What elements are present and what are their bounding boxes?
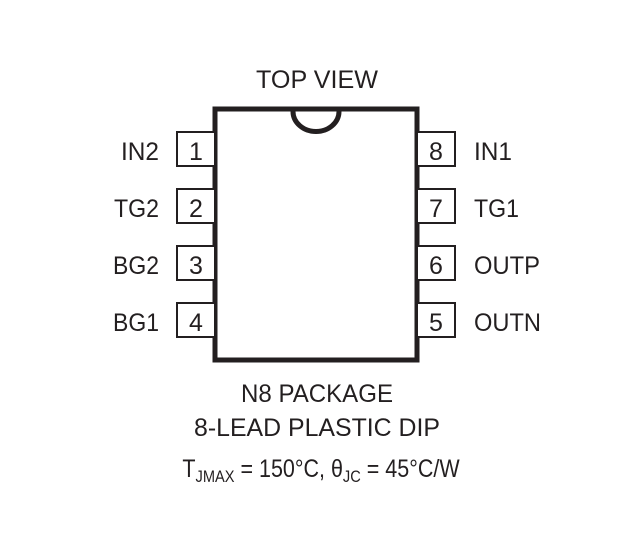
pin1-notch	[290, 111, 342, 134]
pin-name: IN1	[474, 138, 512, 166]
pin-number: 6	[429, 252, 443, 280]
pin-6: 6 OUTP	[416, 245, 540, 281]
pin-4: 4 BG1	[113, 302, 216, 338]
theta-subscript: JC	[342, 467, 361, 486]
pin-name: OUTP	[474, 252, 540, 280]
pin-number: 1	[189, 138, 203, 166]
pin-box	[176, 302, 216, 338]
pin-5: 5 OUTN	[416, 302, 541, 338]
pin-3: 3 BG2	[113, 245, 216, 281]
pin-8: 8 IN1	[416, 131, 512, 167]
pin-name: IN2	[121, 138, 159, 166]
pin-name: BG2	[113, 252, 159, 280]
pin-box	[416, 245, 456, 281]
pin-name: TG2	[114, 195, 159, 223]
pin-name: OUTN	[474, 309, 541, 337]
package-name: N8 PACKAGE	[241, 380, 393, 408]
package-description: 8-LEAD PLASTIC DIP	[194, 414, 440, 442]
pin-7: 7 TG1	[416, 188, 519, 224]
pin-1: 1 IN2	[121, 131, 216, 167]
pin-name: TG1	[474, 195, 519, 223]
pin-box	[176, 131, 216, 167]
theta-symbol: θ	[330, 455, 343, 483]
right-pins: 8 IN1 7 TG1 6 OUTP 5 OUTN	[416, 131, 541, 338]
view-title: TOP VIEW	[256, 66, 378, 94]
tj-subscript: JMAX	[195, 467, 235, 486]
pin-box	[416, 131, 456, 167]
pin-number: 8	[429, 138, 443, 166]
pin-number: 3	[189, 252, 203, 280]
pin-box	[176, 188, 216, 224]
pin-number: 7	[429, 195, 443, 223]
pin-box	[416, 302, 456, 338]
pin-number: 2	[189, 195, 203, 223]
pin-box	[176, 245, 216, 281]
pin-2: 2 TG2	[114, 188, 216, 224]
pin-box	[416, 188, 456, 224]
pin-number: 4	[189, 309, 203, 337]
tj-value: = 150°C,	[234, 455, 331, 483]
theta-value: = 45°C/W	[360, 455, 460, 483]
package-body	[212, 106, 420, 363]
left-pins: 1 IN2 2 TG2 3 BG2 4 BG1	[113, 131, 216, 338]
pin-name: BG1	[113, 309, 159, 337]
tj-symbol: T	[182, 455, 196, 483]
thermal-spec: TJMAX = 150°C, θJC = 45°C/W	[45, 455, 597, 487]
pin-number: 5	[429, 309, 443, 337]
